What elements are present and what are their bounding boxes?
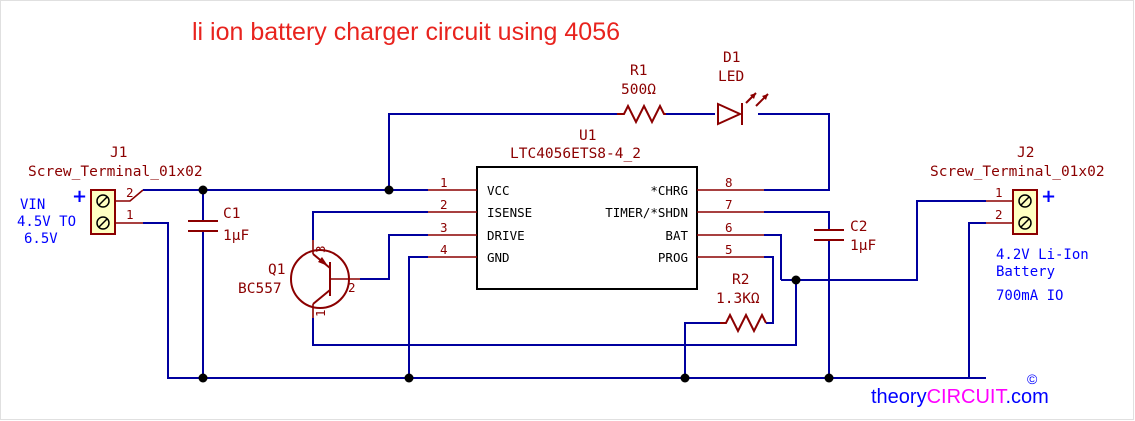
- j2-pin-number: 2: [995, 207, 1003, 222]
- wire-prog-to-r2: [764, 256, 774, 324]
- r1-value: 500Ω: [621, 82, 656, 98]
- wire-isense-to-q1: [312, 211, 428, 240]
- junction-dot: [824, 373, 834, 383]
- u1-pin-name: PROG: [658, 250, 688, 265]
- junction-dot: [404, 373, 414, 383]
- u1-pin-name: VCC: [487, 183, 510, 198]
- u1-value: LTC4056ETS8-4_2: [510, 146, 641, 162]
- diagram-title: li ion battery charger circuit using 405…: [192, 18, 620, 46]
- j1-plus-sign: +: [72, 186, 87, 207]
- u1-pin-name: ISENSE: [487, 205, 532, 220]
- u1-pin-number: 4: [440, 242, 448, 257]
- u1-pin-name: DRIVE: [487, 228, 525, 243]
- j1-screw-terminal: J1 Screw_Terminal_01x02 2 1 + VIN 4.5V T…: [17, 145, 203, 247]
- j2-note-line: 700mA IO: [996, 288, 1063, 304]
- j1-note-line: VIN: [20, 197, 45, 213]
- wire-q1-collector: [312, 280, 797, 346]
- u1-pin-name: GND: [487, 250, 510, 265]
- d1-triangle: [717, 102, 743, 126]
- u1-pin-name: *CHRG: [650, 183, 688, 198]
- j2-pin-number: 1: [995, 185, 1003, 200]
- wires: [143, 113, 986, 379]
- c2-value: 1µF: [850, 238, 876, 254]
- q1-emitter-arrow: [318, 257, 328, 266]
- wire-j2-ground: [968, 222, 986, 378]
- junction-dot: [791, 275, 801, 285]
- wire-drive-to-q1: [360, 234, 428, 280]
- u1-pin-number: 8: [725, 175, 733, 190]
- wire-timer-to-c2: [764, 211, 830, 230]
- c1-capacitor: C1 1µF: [188, 206, 249, 244]
- q1-pin-number: 1: [313, 309, 328, 317]
- junction-dot: [384, 185, 394, 195]
- watermark-prefix: theory: [871, 386, 927, 408]
- r2-ref: R2: [732, 272, 749, 288]
- u1-ic: U1 LTC4056ETS8-4_2 1 2 3 4 VCC ISENSE DR…: [428, 128, 764, 290]
- j2-plus-sign: +: [1041, 186, 1056, 207]
- q1-transistor: 3 2 1 Q1 BC557: [238, 240, 360, 318]
- c2-ref: C2: [850, 219, 867, 235]
- d1-led: D1 LED: [717, 50, 769, 126]
- u1-body: [476, 166, 698, 290]
- j1-pin-number: 1: [126, 207, 134, 222]
- j1-value: Screw_Terminal_01x02: [28, 164, 203, 180]
- watermark-brand: CIRCUIT: [927, 386, 1008, 408]
- j1-body: [90, 189, 116, 235]
- wire-gnd-pin: [408, 256, 428, 378]
- wire-r2-to-ground: [684, 322, 720, 378]
- j2-screw-terminal: J2 Screw_Terminal_01x02 1 2 + 4.2V Li-Io…: [930, 145, 1105, 304]
- r1-ref: R1: [630, 63, 647, 79]
- u1-pin-number: 3: [440, 220, 448, 235]
- u1-pin-number: 2: [440, 197, 448, 212]
- q1-value: BC557: [238, 281, 282, 297]
- u1-ref: U1: [579, 128, 596, 144]
- u1-pin-number: 1: [440, 175, 448, 190]
- watermark-text: theoryCIRCUIT.com: [871, 386, 1049, 408]
- u1-pin-name: TIMER/*SHDN: [605, 205, 688, 220]
- c2-capacitor: C2 1µF: [814, 219, 876, 254]
- junction-dot: [680, 373, 690, 383]
- r2-resistor: R2 1.3KΩ: [716, 272, 767, 334]
- c1-value: 1µF: [223, 228, 249, 244]
- j1-note-line: 6.5V: [24, 231, 58, 247]
- watermark: theoryCIRCUIT.com ©: [871, 371, 1049, 408]
- wire-vcc-to-r1: [388, 113, 617, 190]
- u1-pin-number: 6: [725, 220, 733, 235]
- wire-led-to-chrg: [758, 113, 830, 191]
- watermark-copyright: ©: [1027, 371, 1038, 387]
- q1-ref: Q1: [268, 262, 285, 278]
- q1-pin-number: 2: [348, 280, 356, 295]
- r2-zigzag: [720, 312, 767, 334]
- j2-ref: J2: [1017, 145, 1034, 161]
- u1-pin-name: BAT: [665, 228, 688, 243]
- d1-ref: D1: [723, 50, 740, 66]
- watermark-suffix: .com: [1005, 386, 1048, 408]
- j1-ref: J1: [110, 145, 127, 161]
- wire-bat: [764, 234, 782, 280]
- junction-dot: [198, 373, 208, 383]
- wire-ground-rail: [143, 222, 986, 379]
- junctions: [198, 185, 834, 383]
- d1-value: LED: [718, 69, 744, 85]
- wire-bat-to-j2: [781, 200, 986, 281]
- q1-pin-number: 3: [313, 245, 328, 253]
- u1-pin-number: 5: [725, 242, 733, 257]
- r1-zigzag: [617, 103, 666, 125]
- j1-note-line: 4.5V TO: [17, 214, 76, 230]
- u1-pin-number: 7: [725, 197, 733, 212]
- j1-pin-number: 2: [126, 185, 134, 200]
- j2-note-line: Battery: [996, 264, 1055, 280]
- c1-ref: C1: [223, 206, 240, 222]
- j2-note-line: 4.2V Li-Ion: [996, 247, 1089, 263]
- j2-body: [1012, 189, 1038, 235]
- junction-dot: [198, 185, 208, 195]
- r1-resistor: R1 500Ω: [617, 63, 666, 125]
- r2-value: 1.3KΩ: [716, 291, 760, 307]
- j2-value: Screw_Terminal_01x02: [930, 164, 1105, 180]
